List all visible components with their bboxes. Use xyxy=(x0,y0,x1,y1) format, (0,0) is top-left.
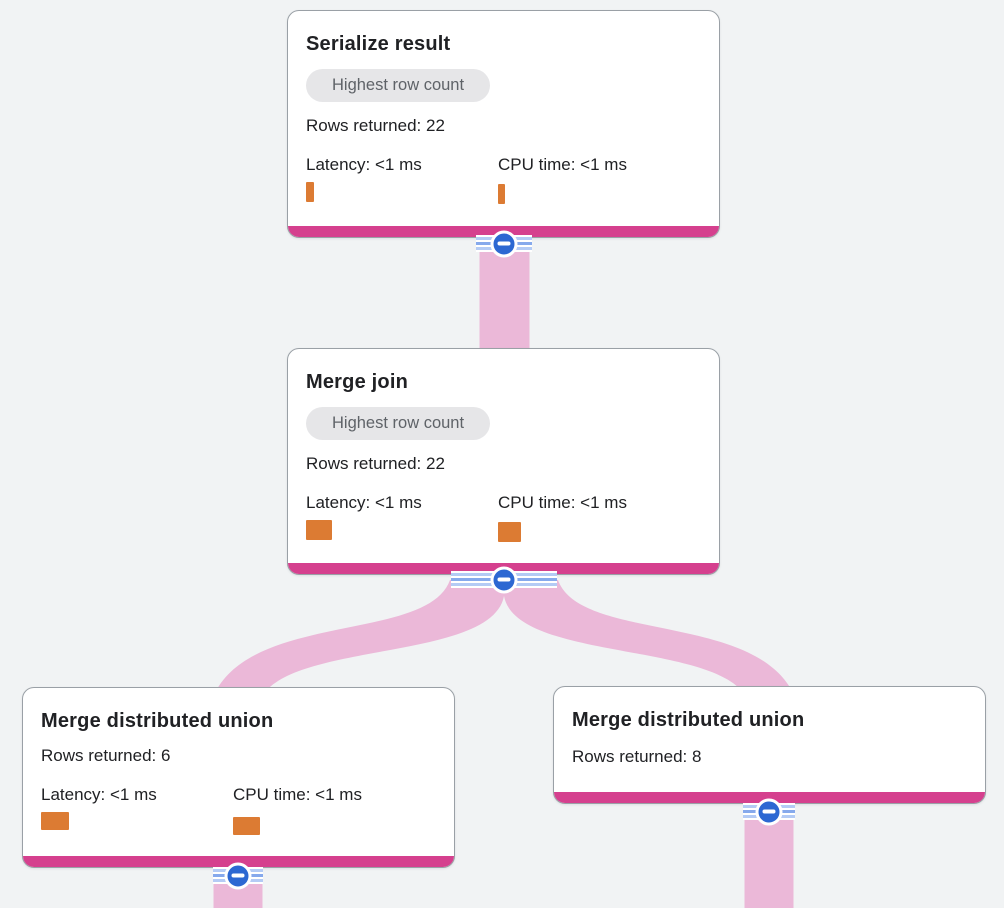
node-metrics: Latency: <1 ms CPU time: <1 ms xyxy=(306,154,701,204)
latency-label: Latency: <1 ms xyxy=(306,155,422,174)
latency-label: Latency: <1 ms xyxy=(41,785,157,804)
cpu-time-metric: CPU time: <1 ms xyxy=(233,784,436,835)
minus-icon xyxy=(497,577,511,581)
rows-returned-text: Rows returned: 22 xyxy=(306,454,445,473)
collapse-button-merge-distributed-union-right[interactable] xyxy=(743,798,795,825)
rows-returned-text: Rows returned: 22 xyxy=(306,116,445,135)
minus-circle-icon[interactable] xyxy=(490,566,518,593)
cpu-time-bar xyxy=(233,817,260,835)
minus-icon xyxy=(497,241,511,245)
node-metrics: Latency: <1 ms CPU time: <1 ms xyxy=(41,784,436,835)
cpu-time-metric: CPU time: <1 ms xyxy=(498,492,701,542)
latency-metric: Latency: <1 ms xyxy=(41,784,233,835)
node-bottom-bar xyxy=(554,792,985,803)
rows-returned-text: Rows returned: 8 xyxy=(572,747,702,766)
cpu-time-metric: CPU time: <1 ms xyxy=(498,154,701,204)
cpu-time-bar xyxy=(498,522,521,542)
cpu-time-label: CPU time: <1 ms xyxy=(233,785,362,804)
plan-node-merge-join[interactable]: Merge join Highest row count Rows return… xyxy=(287,348,720,575)
latency-metric: Latency: <1 ms xyxy=(306,492,498,542)
node-metrics: Latency: <1 ms CPU time: <1 ms xyxy=(306,492,701,542)
minus-icon xyxy=(231,873,245,877)
cpu-time-label: CPU time: <1 ms xyxy=(498,493,627,512)
latency-bar xyxy=(41,812,69,830)
node-title: Serialize result xyxy=(306,33,451,55)
plan-node-serialize-result[interactable]: Serialize result Highest row count Rows … xyxy=(287,10,720,238)
latency-bar xyxy=(306,520,332,540)
edge-merge-join-to-left-union xyxy=(214,580,504,695)
minus-circle-icon[interactable] xyxy=(755,798,783,825)
collapse-button-merge-join[interactable] xyxy=(451,566,557,593)
minus-circle-icon[interactable] xyxy=(490,230,518,257)
collapse-button-serialize-result[interactable] xyxy=(476,230,532,257)
cpu-time-bar xyxy=(498,184,505,204)
minus-icon xyxy=(762,809,776,813)
highest-row-count-badge: Highest row count xyxy=(306,407,491,440)
cpu-time-label: CPU time: <1 ms xyxy=(498,155,627,174)
latency-metric: Latency: <1 ms xyxy=(306,154,498,204)
collapse-button-merge-distributed-union-left[interactable] xyxy=(213,862,263,889)
latency-bar xyxy=(306,182,314,202)
rows-returned-text: Rows returned: 6 xyxy=(41,746,171,765)
node-title: Merge distributed union xyxy=(572,709,805,731)
plan-node-merge-distributed-union-left[interactable]: Merge distributed union Rows returned: 6… xyxy=(22,687,455,868)
edge-serialize-to-merge-join xyxy=(479,240,530,355)
node-title: Merge distributed union xyxy=(41,710,274,732)
highest-row-count-badge: Highest row count xyxy=(306,69,491,102)
latency-label: Latency: <1 ms xyxy=(306,493,422,512)
plan-node-merge-distributed-union-right[interactable]: Merge distributed union Rows returned: 8 xyxy=(553,686,986,804)
node-bottom-bar xyxy=(23,856,454,867)
edge-merge-join-to-right-union xyxy=(504,580,794,695)
minus-circle-icon[interactable] xyxy=(224,862,252,889)
node-title: Merge join xyxy=(306,371,409,393)
